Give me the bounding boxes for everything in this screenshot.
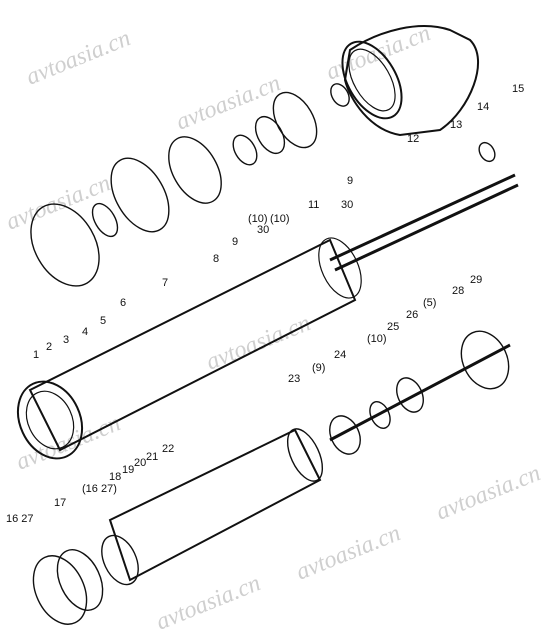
watermark: avtoasia.cn	[173, 70, 285, 135]
callout-labels: 1 2 3 4 5 6 7 8 9 (10) 11 12 13 14 15 30…	[6, 83, 524, 525]
callout-label: 20	[134, 457, 146, 469]
drum-housing	[341, 25, 480, 137]
main-clutch-pack	[16, 237, 362, 460]
callout-label: 9	[347, 175, 353, 187]
callout-label: 14	[477, 101, 489, 113]
callout-label: 17	[54, 497, 66, 509]
callout-label: 3	[63, 334, 69, 346]
callout-label: 30	[341, 199, 353, 211]
callout-label: 15	[512, 83, 524, 95]
callout-label: 29	[470, 274, 482, 286]
callout-label: 5	[100, 315, 106, 327]
watermark: avtoasia.cn	[293, 520, 405, 585]
watermark: avtoasia.cn	[23, 25, 135, 90]
callout-label: (10)	[367, 333, 387, 345]
callout-label: 7	[162, 277, 168, 289]
callout-label: 1	[33, 349, 39, 361]
callout-label: 16 27	[6, 513, 34, 525]
rear-clutch-pack	[108, 428, 324, 582]
callout-label: (9)	[312, 362, 325, 374]
callout-label: 18	[109, 471, 121, 483]
watermark: avtoasia.cn	[433, 460, 543, 525]
callout-label: (16 27)	[82, 483, 117, 495]
watermark: avtoasia.cn	[323, 20, 435, 85]
main-shaft	[329, 141, 519, 272]
callout-label: 11	[308, 199, 319, 211]
callout-label: 19	[122, 464, 134, 476]
callout-label: 8	[213, 253, 219, 265]
callout-label: 2	[46, 341, 52, 353]
callout-label: 23	[288, 373, 300, 385]
upper-gear-cluster	[30, 83, 350, 287]
callout-label: 12	[407, 133, 419, 145]
callout-label: (10)	[270, 213, 290, 225]
watermark: avtoasia.cn	[153, 570, 265, 635]
callout-label: 25	[387, 321, 399, 333]
callout-label: 4	[82, 326, 88, 338]
rear-components	[32, 330, 511, 625]
callout-label: 13	[450, 119, 462, 131]
callout-label: 30	[257, 224, 269, 236]
callout-label: 22	[162, 443, 174, 455]
callout-label: 28	[452, 285, 464, 297]
callout-label: 24	[334, 349, 346, 361]
callout-label: 21	[146, 451, 158, 463]
callout-label: 6	[120, 297, 126, 309]
callout-label: (5)	[423, 297, 436, 309]
callout-label: 9	[232, 236, 238, 248]
callout-label: 26	[406, 309, 418, 321]
callout-label: (10)	[248, 213, 268, 225]
watermark: avtoasia.cn	[203, 310, 315, 375]
